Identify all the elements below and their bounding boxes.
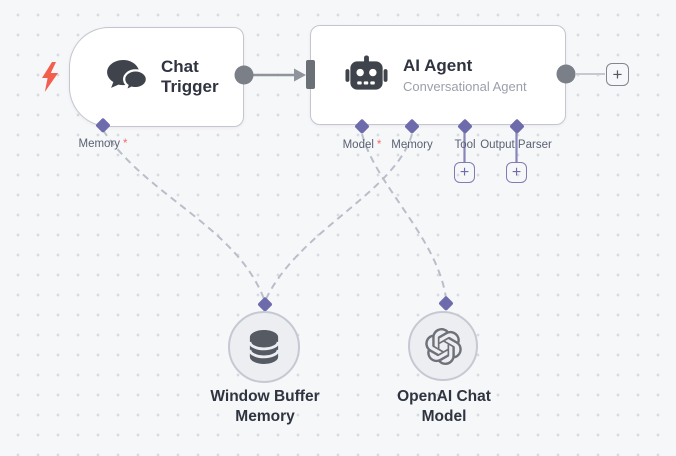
port-label-text: Output Parser — [480, 139, 552, 151]
node-window-buffer-memory[interactable] — [228, 311, 300, 383]
port-label-tool: Tool — [454, 139, 475, 151]
arrowhead-icon — [294, 68, 306, 82]
add-node-button[interactable]: + — [606, 63, 629, 86]
node-openai-chat-model[interactable] — [408, 311, 478, 381]
port-label-chat-memory: Memory* — [78, 138, 127, 150]
connection-chat-trigger-memory-to-wbm[interactable] — [102, 129, 265, 300]
port-label-memory: Memory — [391, 139, 433, 151]
port-label-text: Model — [342, 139, 374, 151]
lightning-bolt-icon — [42, 62, 58, 92]
connection-ai-agent-model-to-openai[interactable] — [361, 133, 447, 299]
add-output-parser-button[interactable]: + — [506, 162, 527, 183]
openai-chat-model-port[interactable] — [438, 295, 454, 311]
chat-bubbles-icon — [107, 59, 148, 93]
port-label-text: Memory — [391, 139, 433, 151]
ai-agent-input-endpoint[interactable] — [306, 60, 315, 89]
chat-trigger-title: Chat Trigger — [161, 56, 219, 96]
port-label-output-parser: Output Parser — [480, 139, 552, 151]
required-asterisk: * — [123, 138, 128, 150]
port-label-text: Tool — [454, 139, 476, 151]
window-buffer-memory-port[interactable] — [257, 296, 273, 312]
chat-trigger-output-endpoint[interactable] — [234, 65, 254, 85]
ai-agent-subtitle: Conversational Agent — [403, 78, 527, 94]
required-asterisk: * — [376, 139, 382, 151]
window-buffer-memory-label: Window Buffer Memory — [210, 388, 320, 425]
port-label-text: Memory — [78, 138, 121, 150]
node-ai-agent[interactable]: AI Agent Conversational Agent — [310, 25, 566, 125]
openai-logo-icon — [424, 327, 462, 365]
ai-agent-output-endpoint[interactable] — [556, 64, 576, 84]
connection-ai-agent-memory-to-wbm[interactable] — [265, 133, 413, 300]
ai-agent-title: AI Agent — [403, 56, 473, 76]
database-icon — [248, 330, 280, 364]
ai-agent-text-block: AI Agent Conversational Agent — [403, 56, 527, 93]
openai-chat-model-label: OpenAI Chat Model — [397, 388, 491, 425]
node-chat-trigger[interactable]: Chat Trigger — [69, 27, 244, 127]
add-tool-button[interactable]: + — [454, 162, 475, 183]
port-label-model: Model* — [343, 139, 382, 151]
robot-icon — [345, 55, 388, 90]
